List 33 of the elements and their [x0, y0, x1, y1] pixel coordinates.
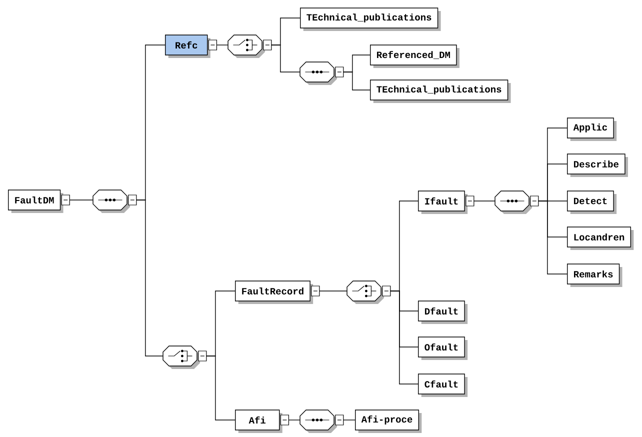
compositor-octagon [494, 190, 539, 214]
element-box: Locandren [567, 226, 634, 250]
element-box: FaultRecord [235, 280, 320, 304]
connector-line [343, 72, 370, 90]
element-box: Dfault [418, 300, 468, 324]
compositor-octagon [228, 34, 272, 58]
element-box: Applic [567, 118, 617, 141]
element-box: Afi [235, 410, 289, 433]
element-box: Detect [567, 190, 617, 214]
compositor-octagon [92, 190, 137, 213]
element-box: Afi-proce [355, 410, 422, 433]
element-box: Referenced_DM [370, 44, 460, 68]
element-box: Refc [165, 34, 217, 58]
compositor-octagon [162, 346, 207, 369]
compositor-octagon [346, 280, 391, 304]
connector-line [206, 356, 236, 420]
element-box: TEchnical_publications [370, 80, 511, 103]
connector-line [474, 200, 496, 202]
connector-line [390, 290, 418, 384]
element-box: Ofault [418, 336, 468, 360]
element-box: TEchnical_publications [300, 8, 441, 31]
compositor-octagon [300, 410, 344, 433]
connector-line [319, 290, 348, 292]
connector-line [538, 200, 568, 274]
element-box: Cfault [418, 374, 468, 397]
element-box: Describe [567, 154, 628, 177]
element-box: Ifault [418, 190, 474, 214]
connector-line [216, 44, 228, 46]
element-box: Remarks [567, 264, 622, 287]
compositor-octagon [300, 62, 344, 85]
element-box: FaultDM [8, 190, 70, 213]
connector-line [136, 200, 164, 356]
connector-line [271, 44, 300, 72]
